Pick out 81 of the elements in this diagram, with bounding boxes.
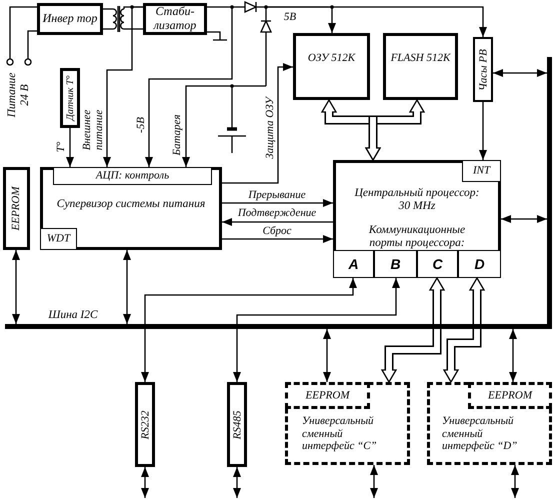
- inverter-block: [37, 3, 103, 35]
- port-block: [374, 250, 417, 278]
- arrow: [141, 467, 149, 498]
- bus-arrow: [443, 277, 485, 383]
- node-text: Инвер тор: [42, 12, 98, 26]
- power-input-label: Питание 24 В: [6, 72, 32, 120]
- watchdog-block: [40, 228, 77, 250]
- node-text: EEPROM: [487, 389, 534, 402]
- edge-label: Батарея: [171, 113, 183, 158]
- arrow: [103, 6, 143, 167]
- interrupt-port: [462, 160, 501, 182]
- edge-label: Защита ОЗУ: [264, 96, 276, 160]
- arrow: [222, 63, 293, 184]
- node-text: EEPROM: [304, 389, 351, 402]
- node-text: B: [389, 256, 402, 272]
- sensor-block: [60, 68, 80, 128]
- processor-block: [333, 160, 501, 278]
- arrow: [141, 278, 357, 382]
- flash-block: [383, 33, 458, 100]
- node-text: INT: [472, 164, 492, 178]
- eeprom-block: [3, 167, 30, 250]
- arrow: [222, 199, 333, 207]
- node-text: Универсальный сменный интерфейс “C”: [302, 415, 378, 453]
- arrow: [370, 465, 378, 498]
- port-block: [417, 250, 458, 278]
- node-text: C: [431, 256, 444, 272]
- arrow: [66, 128, 74, 167]
- node-text: D: [473, 256, 486, 272]
- node-text: RS232: [138, 409, 152, 442]
- node-text: EEPROM: [9, 185, 24, 232]
- arrow: [222, 218, 333, 226]
- node-text: FLASH 512K: [390, 52, 452, 65]
- arrow: [266, 6, 487, 37]
- edge-label: 5В: [282, 11, 298, 23]
- edge-label: Внешнее питание: [81, 108, 105, 152]
- arrow: [511, 465, 519, 498]
- edge-label: Подтверждение: [236, 206, 318, 220]
- node-text: Датчик T°: [64, 74, 76, 124]
- edge-label: T°: [55, 140, 67, 154]
- rs485-block: [227, 382, 247, 467]
- node-text: Часы РВ: [476, 48, 490, 92]
- node-text: АЦП: контроль: [94, 170, 170, 182]
- clock-block: [473, 37, 493, 102]
- bus-arrow: [365, 99, 425, 161]
- node-text: A: [347, 256, 360, 272]
- arrow: [509, 329, 517, 382]
- node-text: Стаби- лизатор: [152, 5, 198, 33]
- arrow: [233, 278, 400, 382]
- edge-label: Сброс: [262, 224, 292, 238]
- arrow: [479, 102, 487, 160]
- node-text: ОЗУ 512K: [306, 52, 356, 65]
- arrow: [323, 329, 331, 382]
- ram-block: [293, 33, 370, 100]
- node-text: RS485: [230, 409, 244, 442]
- arrow: [145, 7, 233, 167]
- stabilizer-block: [143, 3, 207, 35]
- arrow: [182, 85, 266, 167]
- node-text: WDT: [46, 232, 72, 246]
- port-block: [333, 250, 374, 278]
- eeprom-block: [468, 382, 552, 409]
- interface-block: [427, 382, 552, 465]
- arrow: [222, 235, 333, 243]
- edge-label: Прерывание: [247, 188, 307, 202]
- arrow: [493, 69, 547, 77]
- rs232-block: [135, 382, 155, 467]
- arrow: [12, 250, 20, 324]
- bus-label: Шина I2C: [47, 309, 99, 322]
- bus-arrow: [381, 277, 445, 383]
- node-text: Универсальный сменный интерфейс “D”: [442, 415, 518, 453]
- eeprom-block: [285, 382, 370, 409]
- adc-block: [53, 167, 212, 185]
- arrow: [501, 215, 547, 223]
- node-text: Супервизор системы питания: [56, 198, 206, 212]
- interface-block: [285, 382, 410, 465]
- arrow: [123, 250, 131, 324]
- port-block: [458, 250, 501, 278]
- edge-label: -5В: [135, 116, 147, 135]
- node-text: Центральный процессор: 30 MHz: [354, 187, 480, 214]
- supervisor-block: [40, 167, 222, 250]
- node-text: Коммуникационные порты процессора:: [368, 224, 466, 250]
- arrow: [233, 467, 241, 498]
